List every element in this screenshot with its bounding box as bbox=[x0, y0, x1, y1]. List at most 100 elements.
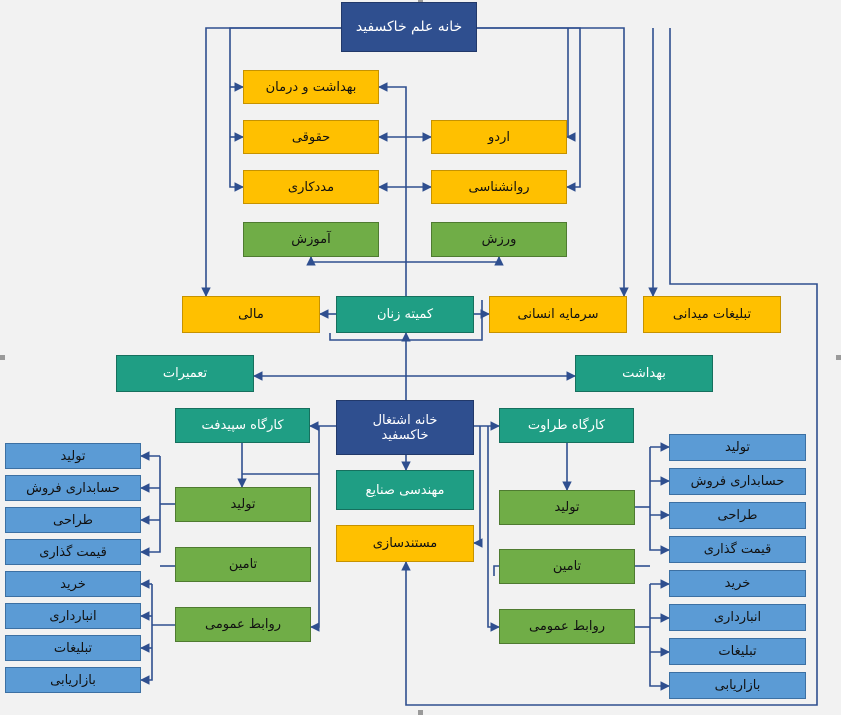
node-label: تولید bbox=[230, 497, 256, 512]
node-human-capital: سرمایه انسانی bbox=[489, 296, 627, 333]
connector-42 bbox=[493, 565, 499, 576]
list-item-label: طراحی bbox=[53, 512, 94, 528]
list-item-label: قیمت گذاری bbox=[703, 542, 772, 557]
resize-handle-left bbox=[0, 355, 5, 360]
node-label: مددکاری bbox=[287, 179, 335, 195]
left-list-item-purchasing: خرید bbox=[5, 571, 141, 597]
list-item-label: حسابداری فروش bbox=[690, 474, 785, 489]
node-label: اردو bbox=[488, 129, 510, 145]
node-sport: ورزش bbox=[431, 222, 567, 257]
connector-15 bbox=[406, 256, 504, 266]
left-list-item-marketing: بازاریابی bbox=[5, 667, 141, 693]
list-item-label: حسابداری فروش bbox=[26, 480, 120, 496]
node-label: روابط عمومی bbox=[204, 617, 282, 632]
node-label: تبلیغات میدانی bbox=[672, 307, 752, 322]
node-label: ورزش bbox=[481, 232, 517, 247]
connector-47 bbox=[649, 447, 670, 555]
node-taravat-workshop: کارگاه طراوت bbox=[499, 408, 634, 443]
node-legal: حقوقی bbox=[243, 120, 379, 154]
node-label: بهداشت bbox=[622, 366, 666, 381]
node-label: آموزش bbox=[291, 232, 331, 247]
node-label: کمیته زنان bbox=[376, 307, 434, 322]
node-camp: اردو bbox=[431, 120, 567, 154]
node-label: مستندسازی bbox=[372, 536, 438, 551]
node-label: روابط عمومی bbox=[528, 619, 606, 634]
node-left-supply: تامین bbox=[175, 547, 311, 582]
node-field-ads: تبلیغات میدانی bbox=[643, 296, 781, 333]
list-item-label: بازاریابی bbox=[714, 678, 761, 693]
connector-9 bbox=[378, 82, 407, 296]
connector-4 bbox=[477, 27, 581, 192]
connector-25 bbox=[310, 426, 320, 632]
right-list-item-production: تولید bbox=[669, 434, 806, 461]
list-item-label: قیمت گذاری bbox=[39, 544, 107, 560]
list-item-label: تولید bbox=[724, 440, 751, 455]
node-health-treatment: بهداشت و درمان bbox=[243, 70, 379, 104]
connector-50 bbox=[649, 584, 670, 691]
node-label: تولید bbox=[554, 500, 580, 515]
list-item-label: خرید bbox=[724, 576, 751, 591]
left-list-item-sales-accounting: حسابداری فروش bbox=[5, 475, 141, 501]
node-right-production: تولید bbox=[499, 490, 635, 525]
list-item-label: طراحی bbox=[717, 508, 758, 523]
left-list-item-production: تولید bbox=[5, 443, 141, 469]
node-label: مهندسی صنایع bbox=[365, 482, 445, 498]
right-list-item-warehousing: انبارداری bbox=[669, 604, 806, 631]
node-left-public-relations: روابط عمومی bbox=[175, 607, 311, 642]
node-finance: مالی bbox=[182, 296, 320, 333]
node-industrial-engineering: مهندسی صنایع bbox=[336, 470, 474, 510]
connector-1 bbox=[229, 27, 341, 192]
list-item-label: تبلیغات bbox=[53, 640, 93, 656]
node-women-committee: کمیته زنان bbox=[336, 296, 474, 333]
connector-14 bbox=[306, 256, 406, 266]
connector-33 bbox=[140, 456, 161, 557]
node-label: حقوقی bbox=[291, 129, 331, 145]
employment-house-node: خانه اشتغال خاکسفید bbox=[336, 400, 474, 455]
node-label: سرمایه انسانی bbox=[517, 307, 599, 322]
node-hygiene: بهداشت bbox=[575, 355, 713, 392]
connector-26 bbox=[487, 426, 500, 632]
list-item-label: انبارداری bbox=[49, 608, 97, 624]
node-sewing-workshop: کارگاه سپیدفت bbox=[175, 408, 310, 443]
node-social-work: مددکاری bbox=[243, 170, 379, 204]
employment-house-label: خانه اشتغال خاکسفید bbox=[372, 412, 438, 443]
connector-6 bbox=[477, 27, 629, 297]
node-label: بهداشت و درمان bbox=[265, 79, 357, 95]
right-list-item-sales-accounting: حسابداری فروش bbox=[669, 468, 806, 495]
connector-37 bbox=[140, 584, 153, 685]
right-list-item-pricing: قیمت گذاری bbox=[669, 536, 806, 563]
node-repairs: تعمیرات bbox=[116, 355, 254, 392]
left-list-item-warehousing: انبارداری bbox=[5, 603, 141, 629]
left-list-item-advertising: تبلیغات bbox=[5, 635, 141, 661]
right-list-item-advertising: تبلیغات bbox=[669, 638, 806, 665]
list-item-label: انبارداری bbox=[713, 610, 762, 625]
node-education: آموزش bbox=[243, 222, 379, 257]
node-left-production: تولید bbox=[175, 487, 311, 522]
root-label: خانه علم خاکسفید bbox=[355, 19, 463, 35]
list-item-label: تولید bbox=[60, 448, 86, 464]
node-label: تامین bbox=[552, 559, 582, 574]
resize-handle-right bbox=[836, 355, 841, 360]
left-list-item-pricing: قیمت گذاری bbox=[5, 539, 141, 565]
node-label: کارگاه طراوت bbox=[527, 418, 606, 433]
list-item-label: تبلیغات bbox=[718, 644, 757, 659]
right-list-item-marketing: بازاریابی bbox=[669, 672, 806, 699]
node-documentation: مستندسازی bbox=[336, 525, 474, 562]
list-item-label: بازاریابی bbox=[50, 672, 96, 688]
connector-5 bbox=[566, 28, 576, 142]
node-label: روانشناسی bbox=[468, 179, 530, 195]
node-label: تعمیرات bbox=[162, 366, 208, 381]
node-label: مالی bbox=[238, 307, 264, 322]
node-psychology: روانشناسی bbox=[431, 170, 567, 204]
node-right-public-relations: روابط عمومی bbox=[499, 609, 635, 644]
root-node: خانه علم خاکسفید bbox=[341, 2, 477, 52]
connector-8 bbox=[401, 28, 818, 706]
list-item-label: خرید bbox=[60, 576, 86, 592]
left-list-item-design: طراحی bbox=[5, 507, 141, 533]
resize-handle-bottom bbox=[418, 710, 423, 715]
node-label: تامین bbox=[228, 557, 258, 572]
connector-27 bbox=[473, 426, 483, 548]
node-label: کارگاه سپیدفت bbox=[201, 418, 284, 433]
node-right-supply: تامین bbox=[499, 549, 635, 584]
